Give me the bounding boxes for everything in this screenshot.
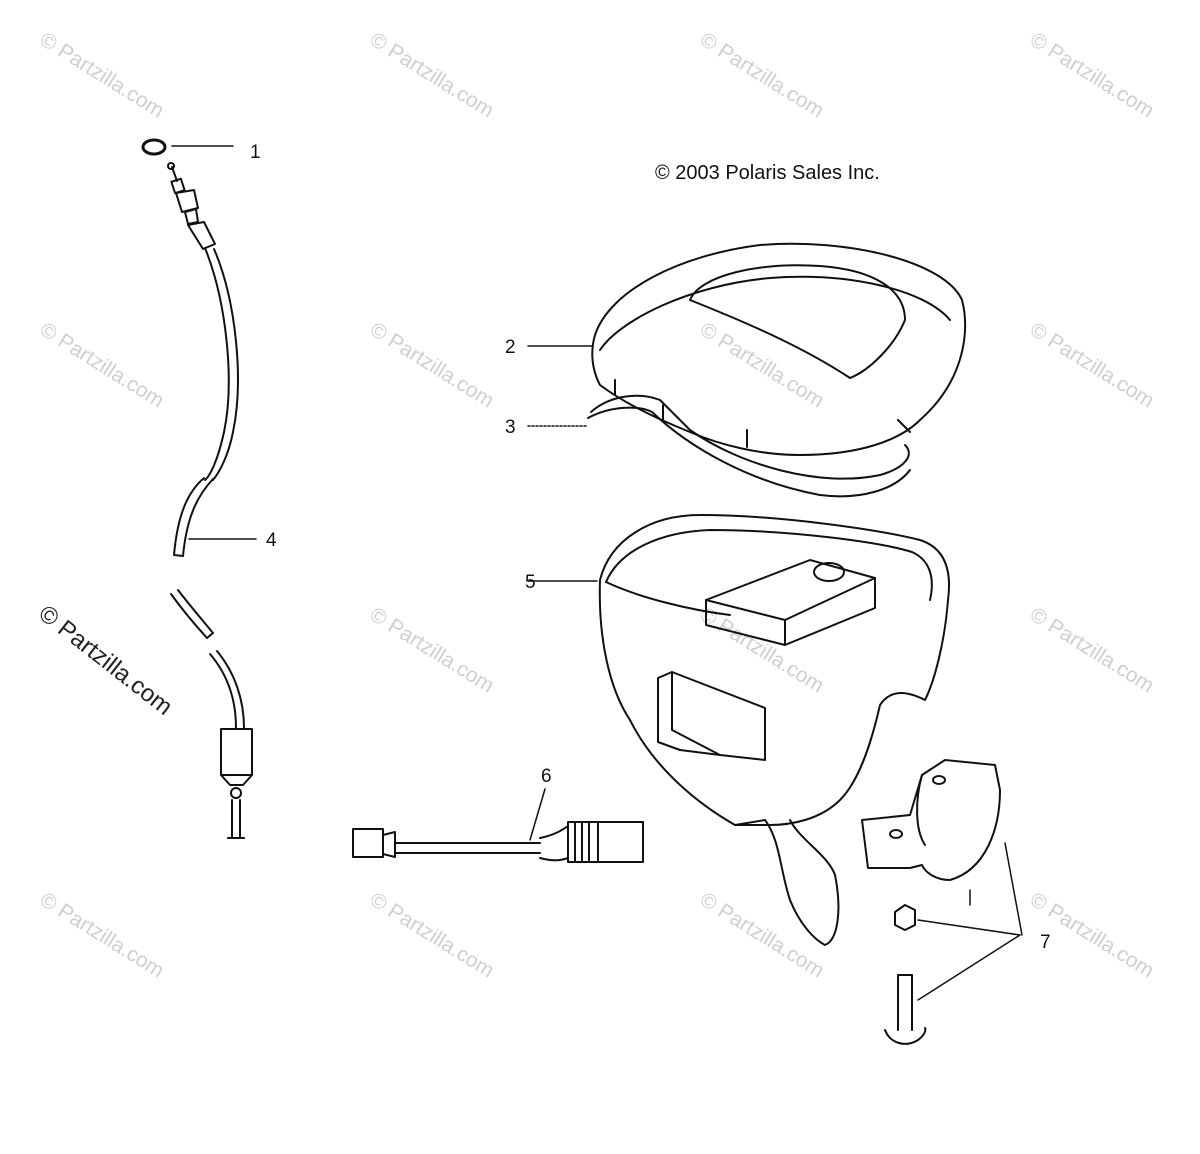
part-6-wire-harness <box>352 788 644 863</box>
part-1-o-ring <box>141 138 234 156</box>
part-5-housing <box>527 514 950 946</box>
callout-3: 3 <box>505 417 516 438</box>
callout-5: 5 <box>525 572 536 593</box>
part-3-gasket <box>527 394 911 498</box>
part-2-cover <box>527 242 967 456</box>
callout-1: 1 <box>250 142 261 163</box>
callout-4: 4 <box>266 530 277 551</box>
part-4-throttle-cable <box>167 162 257 839</box>
part-7-clamp-hardware <box>861 759 1023 1045</box>
callout-7: 7 <box>1040 932 1051 953</box>
callout-6: 6 <box>541 766 552 787</box>
copyright-notice: © 2003 Polaris Sales Inc. <box>655 162 880 184</box>
callout-2: 2 <box>505 337 516 358</box>
